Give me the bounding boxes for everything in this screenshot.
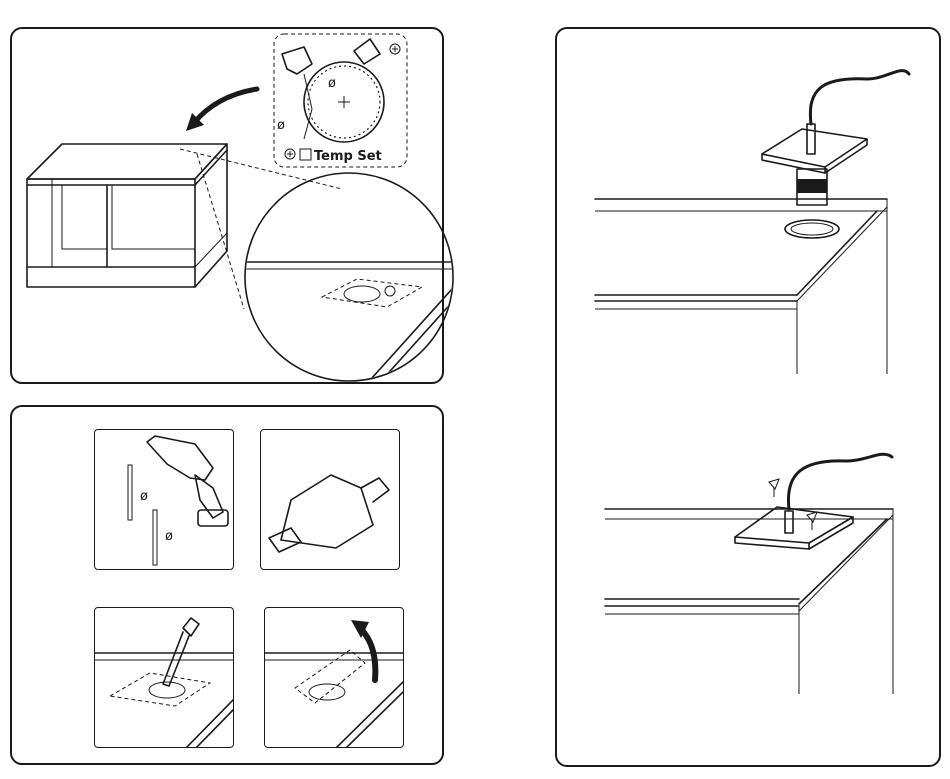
bit-diameter-label: ø [140,489,148,504]
mounting-plate-icon [735,507,853,549]
mounting-plate-icon [762,124,867,173]
drill-step-box: ø ø [94,429,234,570]
cabinet-illustration: ø ø Temp Set [12,29,446,386]
diameter-label-small: ø [277,118,285,133]
hole-saw-step-box [260,429,400,570]
brand-label: Temp Set [314,149,382,164]
drill-bit-icon [128,465,157,565]
diameter-label: ø [328,76,336,91]
file-step-box [94,607,234,748]
bit-diameter-label-2: ø [165,529,173,544]
hole-saw-icon [269,475,389,552]
drill-icon [147,436,228,526]
install-illustration [557,29,943,769]
install-panel [555,27,941,767]
tools-panel: ø ø [10,405,444,765]
cabinet-icon [27,144,227,287]
magnifier-circle-icon [232,173,472,389]
cabinet-template-panel: ø ø Temp Set [10,27,444,384]
curved-arrow-icon [186,89,257,131]
template-sheet-icon: ø ø Temp Set [274,34,407,167]
remove-template-step-box [264,607,404,748]
